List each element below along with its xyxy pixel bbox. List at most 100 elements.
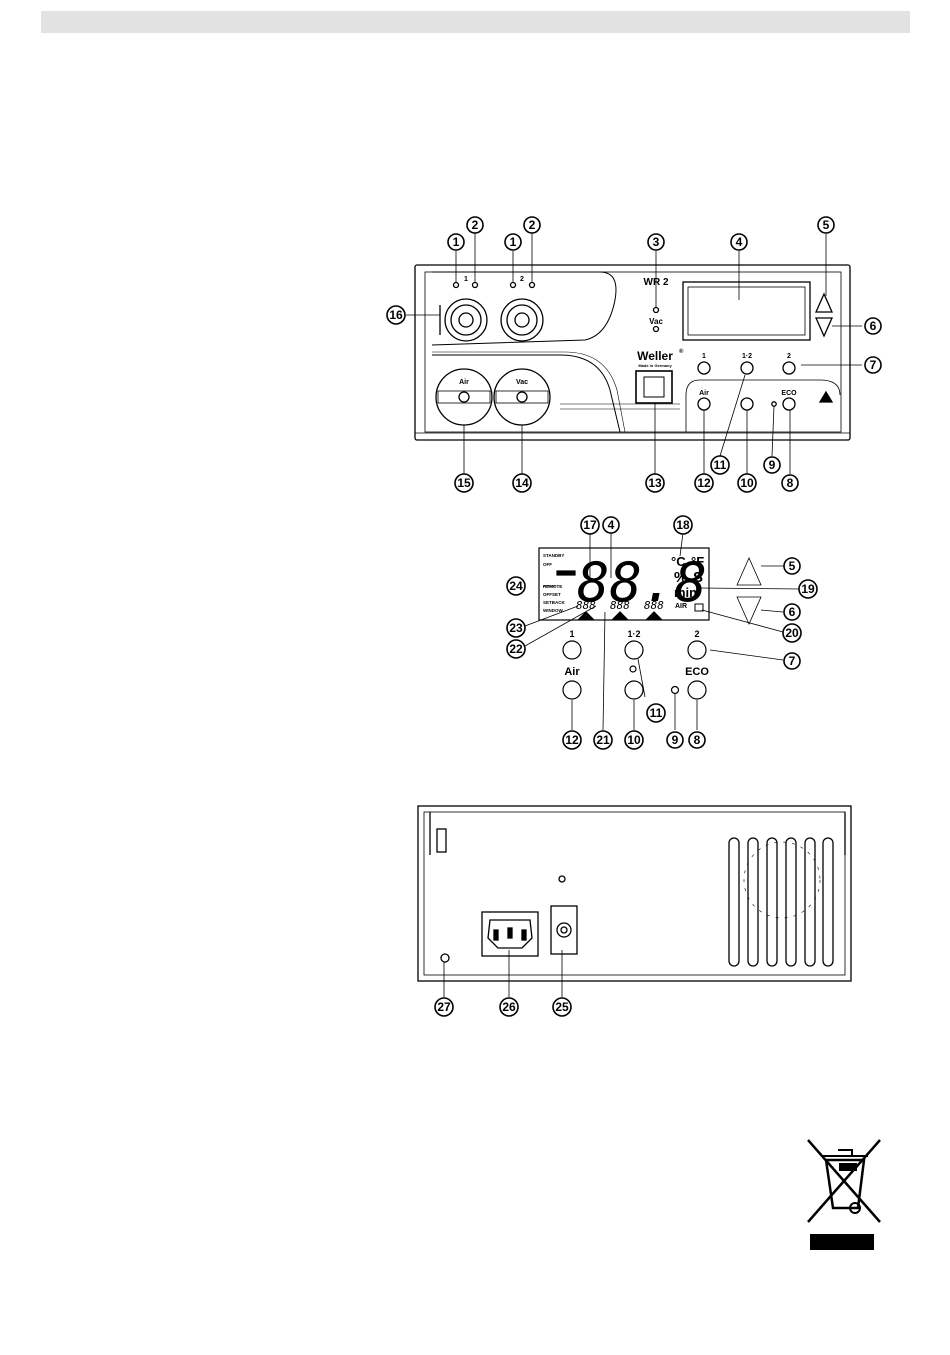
svg-text:6: 6 xyxy=(870,319,877,333)
lcd-btn-air-label: Air xyxy=(564,666,580,678)
lcd-btn-2-label: 2 xyxy=(694,629,699,639)
lcd-text: 88.8 °C °F % S min STANDBY OFF REMOTE OF… xyxy=(543,551,709,678)
callout-21: 21 xyxy=(594,731,612,749)
callout-12: 12 xyxy=(695,474,713,492)
knob-vac-label: Vac xyxy=(516,379,528,386)
svg-text:6: 6 xyxy=(789,605,796,619)
callout-18: 18 xyxy=(674,516,692,534)
svg-text:1: 1 xyxy=(453,235,460,249)
lcd-btn-12-label: 1·2 xyxy=(627,629,640,639)
svg-text:22: 22 xyxy=(509,642,523,656)
callout-8b: 8 xyxy=(689,732,705,748)
callout-7: 7 xyxy=(865,357,881,373)
svg-text:1: 1 xyxy=(510,235,517,249)
callout-4: 4 xyxy=(731,234,747,250)
btn-1-label: 1 xyxy=(702,353,706,360)
lcd-status-1: STANDBY xyxy=(543,553,564,558)
svg-text:26: 26 xyxy=(502,1000,516,1014)
svg-text:12: 12 xyxy=(565,733,579,747)
channel2-label: 2 xyxy=(520,276,524,283)
callout-14: 14 xyxy=(513,474,531,492)
callout-8: 8 xyxy=(782,475,798,491)
svg-text:12: 12 xyxy=(697,476,711,490)
callout-22: 22 xyxy=(507,640,525,658)
callout-6b: 6 xyxy=(784,604,800,620)
lcd-seconds: S xyxy=(693,569,703,586)
lcd-status-5: SETBACK xyxy=(543,600,566,605)
rear-panel xyxy=(418,806,851,981)
lcd-percent: % xyxy=(674,569,687,586)
knob-air-label: Air xyxy=(459,379,469,386)
callout-5b: 5 xyxy=(784,558,800,574)
svg-text:23: 23 xyxy=(509,621,523,635)
lcd-small-digits-2: 888 xyxy=(610,599,630,612)
lcd-air: AIR xyxy=(675,603,687,610)
btn-2-label: 2 xyxy=(787,353,791,360)
callout-19: 19 xyxy=(799,580,817,598)
svg-text:8: 8 xyxy=(787,476,794,490)
lcd-btn-eco-label: ECO xyxy=(685,666,709,678)
lcd-main-digits: 88.8 xyxy=(577,551,707,614)
svg-text:18: 18 xyxy=(676,518,690,532)
lcd-status-2: OFF xyxy=(543,562,552,567)
svg-text:3: 3 xyxy=(653,235,660,249)
callout-24b: 24 xyxy=(507,577,525,595)
svg-text:24: 24 xyxy=(509,579,523,593)
brand-registered-mark: ® xyxy=(679,348,684,355)
lcd-fahrenheit: °F xyxy=(691,554,704,569)
rear-leaders xyxy=(444,950,562,997)
callout-10: 10 xyxy=(738,474,756,492)
svg-text:2: 2 xyxy=(529,218,536,232)
svg-text:7: 7 xyxy=(870,358,877,372)
lcd-btn-1-label: 1 xyxy=(569,629,574,639)
made-in-label: Made in Germany xyxy=(638,363,672,368)
weee-bin-icon xyxy=(808,1140,880,1250)
callout-12b: 12 xyxy=(563,731,581,749)
svg-text:4: 4 xyxy=(736,235,743,249)
svg-text:13: 13 xyxy=(648,476,662,490)
btn-eco-label: ECO xyxy=(781,390,797,397)
callout-11: 11 xyxy=(711,456,729,474)
callout-20: 20 xyxy=(783,624,801,642)
svg-text:10: 10 xyxy=(627,733,641,747)
svg-text:17: 17 xyxy=(583,518,597,532)
callout-13: 13 xyxy=(646,474,664,492)
svg-text:7: 7 xyxy=(789,654,796,668)
svg-text:10: 10 xyxy=(740,476,754,490)
brand-logo: Weller xyxy=(637,349,673,363)
callout-2b: 2 xyxy=(524,217,540,233)
callout-4b: 4 xyxy=(603,517,619,533)
callout-3: 3 xyxy=(648,234,664,250)
svg-text:19: 19 xyxy=(801,582,815,596)
callout-1a: 1 xyxy=(448,234,464,250)
callout-1b: 1 xyxy=(505,234,521,250)
callout-2a: 2 xyxy=(467,217,483,233)
svg-text:15: 15 xyxy=(457,476,471,490)
lcd-small-digits-1: 888 xyxy=(576,599,596,612)
callout-27: 27 xyxy=(435,998,453,1016)
svg-text:11: 11 xyxy=(714,458,727,472)
callout-15: 15 xyxy=(455,474,473,492)
callout-10b: 10 xyxy=(625,731,643,749)
callout-23: 23 xyxy=(507,619,525,637)
svg-text:16: 16 xyxy=(389,308,403,322)
callout-6: 6 xyxy=(865,318,881,334)
lcd-celsius: °C xyxy=(671,554,686,569)
lcd-minutes: min xyxy=(674,585,697,600)
svg-text:21: 21 xyxy=(596,733,610,747)
svg-text:2: 2 xyxy=(472,218,479,232)
svg-text:27: 27 xyxy=(437,1000,451,1014)
callout-26: 26 xyxy=(500,998,518,1016)
lcd-status-3: REMOTE xyxy=(543,584,562,589)
svg-text:5: 5 xyxy=(789,559,796,573)
svg-text:25: 25 xyxy=(555,1000,569,1014)
callout-9b: 9 xyxy=(667,732,683,748)
callout-7b: 7 xyxy=(784,653,800,669)
svg-text:14: 14 xyxy=(515,476,529,490)
svg-text:5: 5 xyxy=(823,218,830,232)
vac-label: Vac xyxy=(649,317,663,326)
front-panel xyxy=(415,265,850,440)
svg-text:20: 20 xyxy=(785,626,799,640)
btn-12-label: 1·2 xyxy=(742,353,752,360)
